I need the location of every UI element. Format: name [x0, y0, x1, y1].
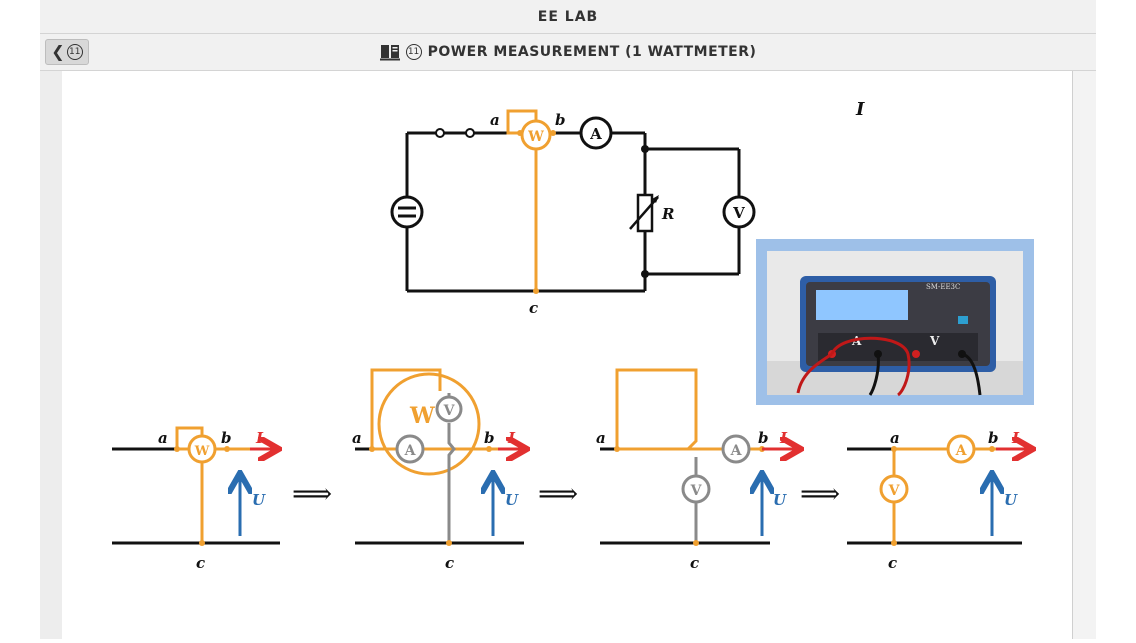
voltmeter-icon: [435, 395, 463, 423]
current-label: I: [507, 429, 516, 447]
current-label: I: [1011, 429, 1020, 447]
wattmeter-label: W: [527, 129, 544, 145]
voltage-label: U: [1004, 491, 1018, 509]
title-bar: EE LAB: [40, 0, 1096, 34]
content-page: I: [62, 71, 1073, 639]
voltmeter-icon: [722, 195, 756, 229]
voltmeter-label: V: [888, 483, 901, 499]
navigation-bar: ❮ 11 11 POWER MEASUREMENT (1 WATTMETER): [40, 34, 1096, 71]
chapter-badge: 11: [405, 44, 422, 60]
node-c-label: c: [690, 554, 699, 572]
wattmeter-label: W: [194, 444, 210, 459]
node-c-label: c: [529, 299, 538, 317]
app-window: EE LAB ❮ 11 11 POWER MEASUREMENT (1 WATT…: [40, 0, 1096, 639]
wattmeter-label: W: [409, 403, 435, 429]
node-c-label: c: [888, 554, 897, 572]
node-a-label: a: [596, 429, 606, 447]
node-b-label: b: [988, 429, 999, 447]
book-icon: [379, 45, 400, 61]
right-margin: [1096, 0, 1136, 639]
device-voltmeter-label: V: [929, 334, 940, 348]
voltmeter-icon: [879, 474, 909, 504]
ammeter-icon: [721, 434, 751, 464]
node-b-label: b: [484, 429, 495, 447]
implies-arrow-3: ⟹: [800, 477, 840, 510]
node-b-label: b: [758, 429, 769, 447]
voltmeter-label: V: [690, 483, 703, 499]
ammeter-icon: [579, 116, 613, 150]
page-header: 11 POWER MEASUREMENT (1 WATTMETER): [40, 34, 1096, 70]
app-title: EE LAB: [537, 8, 599, 25]
page-scroll-margin: [1073, 71, 1096, 639]
section-label: I: [855, 99, 865, 120]
page-title: POWER MEASUREMENT (1 WATTMETER): [427, 44, 757, 60]
ammeter-label: A: [589, 125, 602, 143]
ammeter-icon: [395, 434, 425, 464]
wattmeter-icon: [187, 434, 217, 464]
left-margin: [0, 0, 40, 639]
ammeter-icon: [946, 434, 976, 464]
variable-resistor-icon: [629, 193, 659, 233]
chevron-left-icon: ❮: [51, 42, 65, 61]
implies-arrow-2: ⟹: [538, 477, 578, 510]
voltage-label: U: [505, 491, 519, 509]
resistor-label: R: [661, 205, 674, 223]
node-a-label: a: [352, 429, 362, 447]
ammeter-label: A: [404, 443, 417, 459]
equivalent-circuit-3: V A a b I U c: [596, 368, 798, 572]
voltmeter-label: V: [443, 403, 456, 419]
voltage-label: U: [773, 491, 787, 509]
main-circuit: R V A W a b c: [390, 109, 756, 317]
equivalent-circuit-2: W V A a b I U c: [352, 368, 524, 572]
circuit-diagrams: I: [112, 99, 1072, 572]
voltmeter-icon: [681, 474, 711, 504]
implies-arrow-1: ⟹: [292, 477, 332, 510]
node-b-label: b: [555, 111, 566, 129]
node-a-label: a: [890, 429, 900, 447]
back-chapter-badge: 11: [66, 44, 83, 60]
equivalent-circuit-4: V A a b I U c: [847, 429, 1030, 572]
dc-source-icon: [390, 195, 424, 229]
device-ammeter-label: A: [851, 334, 862, 348]
ammeter-label: A: [730, 443, 743, 459]
voltmeter-label: V: [732, 204, 745, 222]
node-b-label: b: [221, 429, 232, 447]
equivalent-circuit-1: W a b I U c: [112, 426, 280, 572]
node-c-label: c: [196, 554, 205, 572]
back-button[interactable]: ❮ 11: [45, 39, 89, 65]
device-brand: SM-EE3C: [926, 283, 960, 291]
voltage-label: U: [252, 491, 266, 509]
ammeter-label: A: [955, 443, 968, 459]
node-a-label: a: [490, 111, 500, 129]
current-label: I: [255, 429, 264, 447]
current-label: I: [779, 429, 788, 447]
device-photo: SM-EE3C A V: [756, 239, 1034, 405]
node-a-label: a: [158, 429, 168, 447]
node-c-label: c: [445, 554, 454, 572]
